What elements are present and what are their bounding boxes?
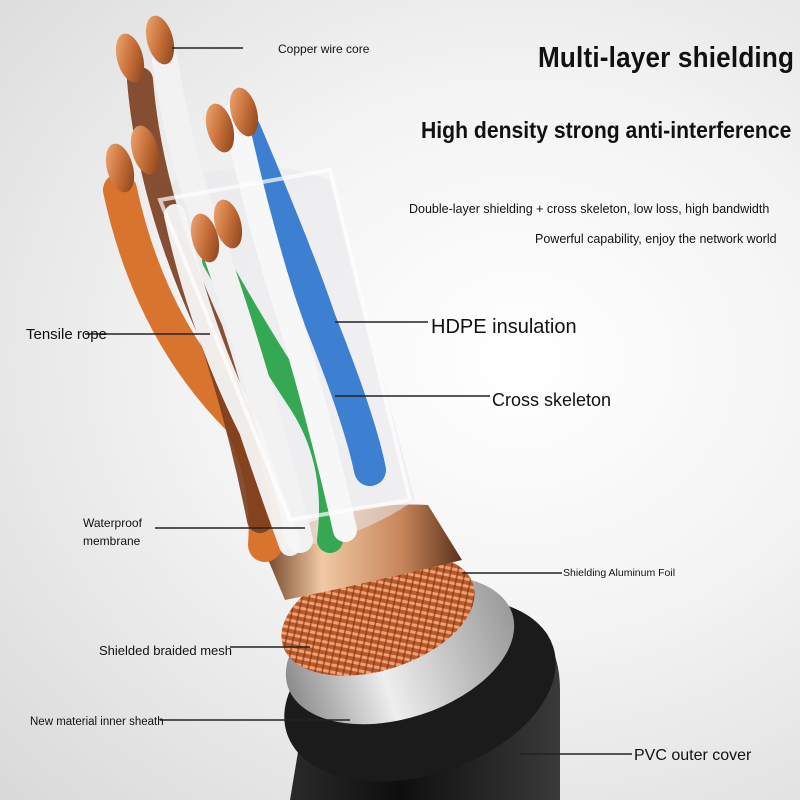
core-bundle-shape [103,47,415,562]
copper-wire-tips [105,15,259,263]
main-title: Multi-layer shielding [538,42,795,74]
label-shielding-aluminum-foil: Shielding Aluminum Foil [563,567,676,579]
label-waterproof-membrane: Waterproof membrane [83,516,142,548]
subtitle: High density strong anti-interference [421,117,792,143]
label-tensile-rope: Tensile rope [26,326,107,343]
label-shielded-braided-mesh: Shielded braided mesh [99,643,232,658]
label-copper-wire-core: Copper wire core [278,42,370,56]
label-pvc-outer-cover: PVC outer cover [634,747,752,764]
label-hdpe-insulation: HDPE insulation [431,316,577,338]
description-line-2: Powerful capability, enjoy the network w… [535,232,777,246]
label-new-material-inner-sheath: New material inner sheath [30,716,164,728]
label-cross-skeleton: Cross skeleton [492,390,612,410]
description-line-1: Double-layer shielding + cross skeleton,… [409,202,770,216]
leader-lines [85,47,632,755]
